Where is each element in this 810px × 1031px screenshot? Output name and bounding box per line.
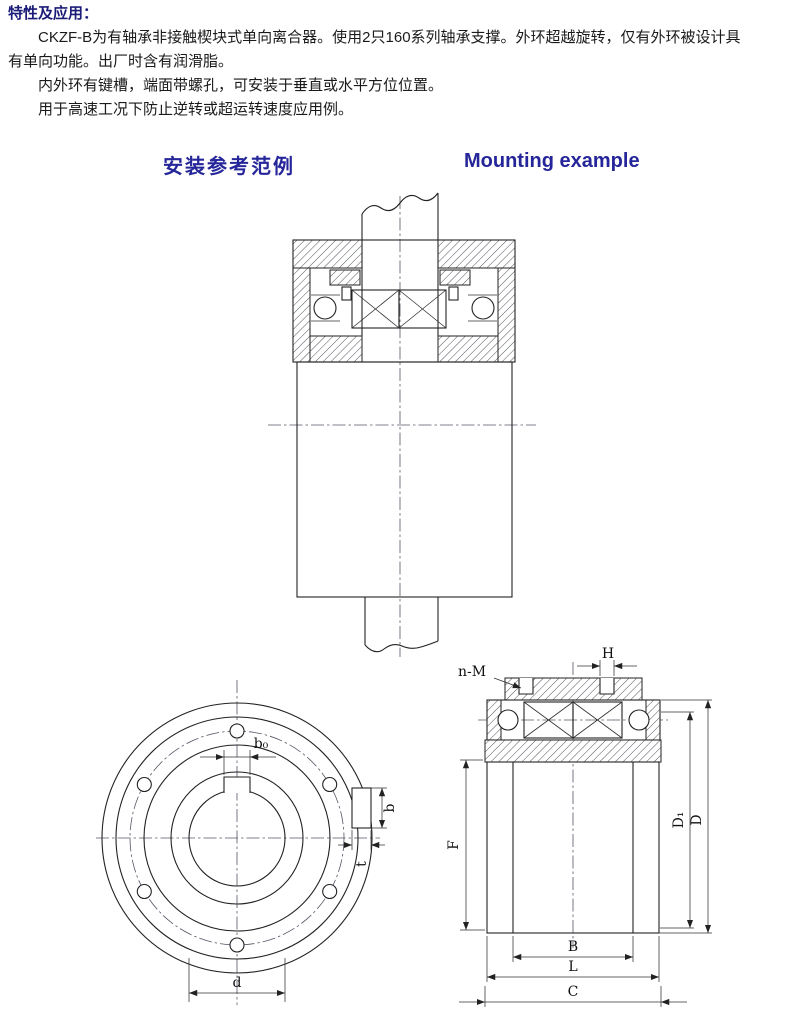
dim-label-dd: D — [689, 814, 705, 825]
tapped-hole-left — [518, 678, 534, 695]
dim-label-h: H — [602, 646, 614, 662]
bore-keyway — [223, 776, 251, 793]
bearing-ball-right — [628, 709, 650, 731]
dim-label-b0: b₀ — [254, 736, 269, 752]
sleeve — [296, 361, 513, 598]
bearing-ball-left — [497, 709, 519, 731]
dim-label-f: F — [446, 840, 462, 850]
dim-label-l: L — [568, 959, 577, 975]
dim-label-key-b: b — [382, 803, 398, 812]
sprag-cage — [351, 289, 447, 329]
shaft-break-bottom — [364, 640, 439, 653]
dim-label-d1: D₁ — [671, 812, 687, 829]
dim-c: C — [459, 984, 687, 1007]
shaft-break-top — [361, 192, 439, 215]
technical-drawings: b₀ b t d — [96, 192, 712, 1007]
intro-paragraph-2: 内外环有键槽，端面带螺孔，可安装于垂直或水平方位位置。 — [38, 77, 444, 94]
bolt-hole — [136, 883, 152, 900]
dim-dd: D — [659, 699, 712, 934]
section-title-en: Mounting example — [464, 150, 640, 172]
intro-paragraph-1: CKZF-B为有轴承非接触楔块式单向离合器。使用2只160系列轴承支撑。外环超越… — [8, 29, 741, 70]
outer-ring-circle — [143, 744, 331, 932]
intro-heading: 特性及应用： — [8, 5, 99, 22]
bolt-hole — [229, 723, 245, 739]
section-title-zh: 安装参考范例 — [163, 156, 295, 178]
outer-keyway — [351, 787, 372, 829]
dim-label-c: C — [568, 984, 579, 1000]
dim-f: F — [446, 759, 485, 931]
dim-d: d — [188, 958, 286, 1002]
dim-l: L — [486, 936, 660, 982]
bearing-ball-right — [471, 296, 495, 320]
dim-label-b: B — [568, 939, 578, 955]
bolt-hole — [322, 776, 338, 793]
bolt-hole — [229, 937, 245, 953]
dim-h: H — [577, 646, 637, 676]
bolt-hole — [322, 883, 338, 900]
dim-label-nm: n-M — [458, 664, 486, 680]
sprag-cage — [523, 701, 623, 739]
dim-b0: b₀ — [200, 736, 276, 775]
flange-step-circle — [115, 716, 359, 960]
inner-ring-circle — [170, 771, 304, 905]
dim-label-key-t: t — [354, 861, 370, 867]
dim-nm: n-M — [458, 664, 522, 689]
tapped-hole-right — [599, 678, 615, 695]
flange-od-circle — [101, 702, 373, 974]
dim-key-t: t — [338, 830, 385, 867]
dim-b: B — [512, 936, 634, 962]
body — [486, 761, 660, 934]
bearing-ball-left — [313, 296, 337, 320]
screw-left — [341, 286, 352, 301]
dim-label-d: d — [233, 975, 242, 991]
intro-paragraph-3: 用于高速工况下防止逆转或超运转速度应用例。 — [38, 101, 354, 118]
screw-right — [448, 286, 459, 301]
bolt-hole — [136, 776, 152, 793]
section-view-drawing: n-M H F D₁ — [446, 646, 712, 1007]
dim-key-b: b — [371, 787, 398, 829]
front-view-drawing: b₀ b t d — [96, 680, 398, 1005]
intro-text: 特性及应用： CKZF-B为有轴承非接触楔块式单向离合器。使用2只160系列轴承… — [8, 2, 748, 122]
dim-d1: D₁ — [660, 711, 694, 929]
flange — [484, 739, 662, 763]
mounting-example-drawing — [268, 192, 536, 657]
